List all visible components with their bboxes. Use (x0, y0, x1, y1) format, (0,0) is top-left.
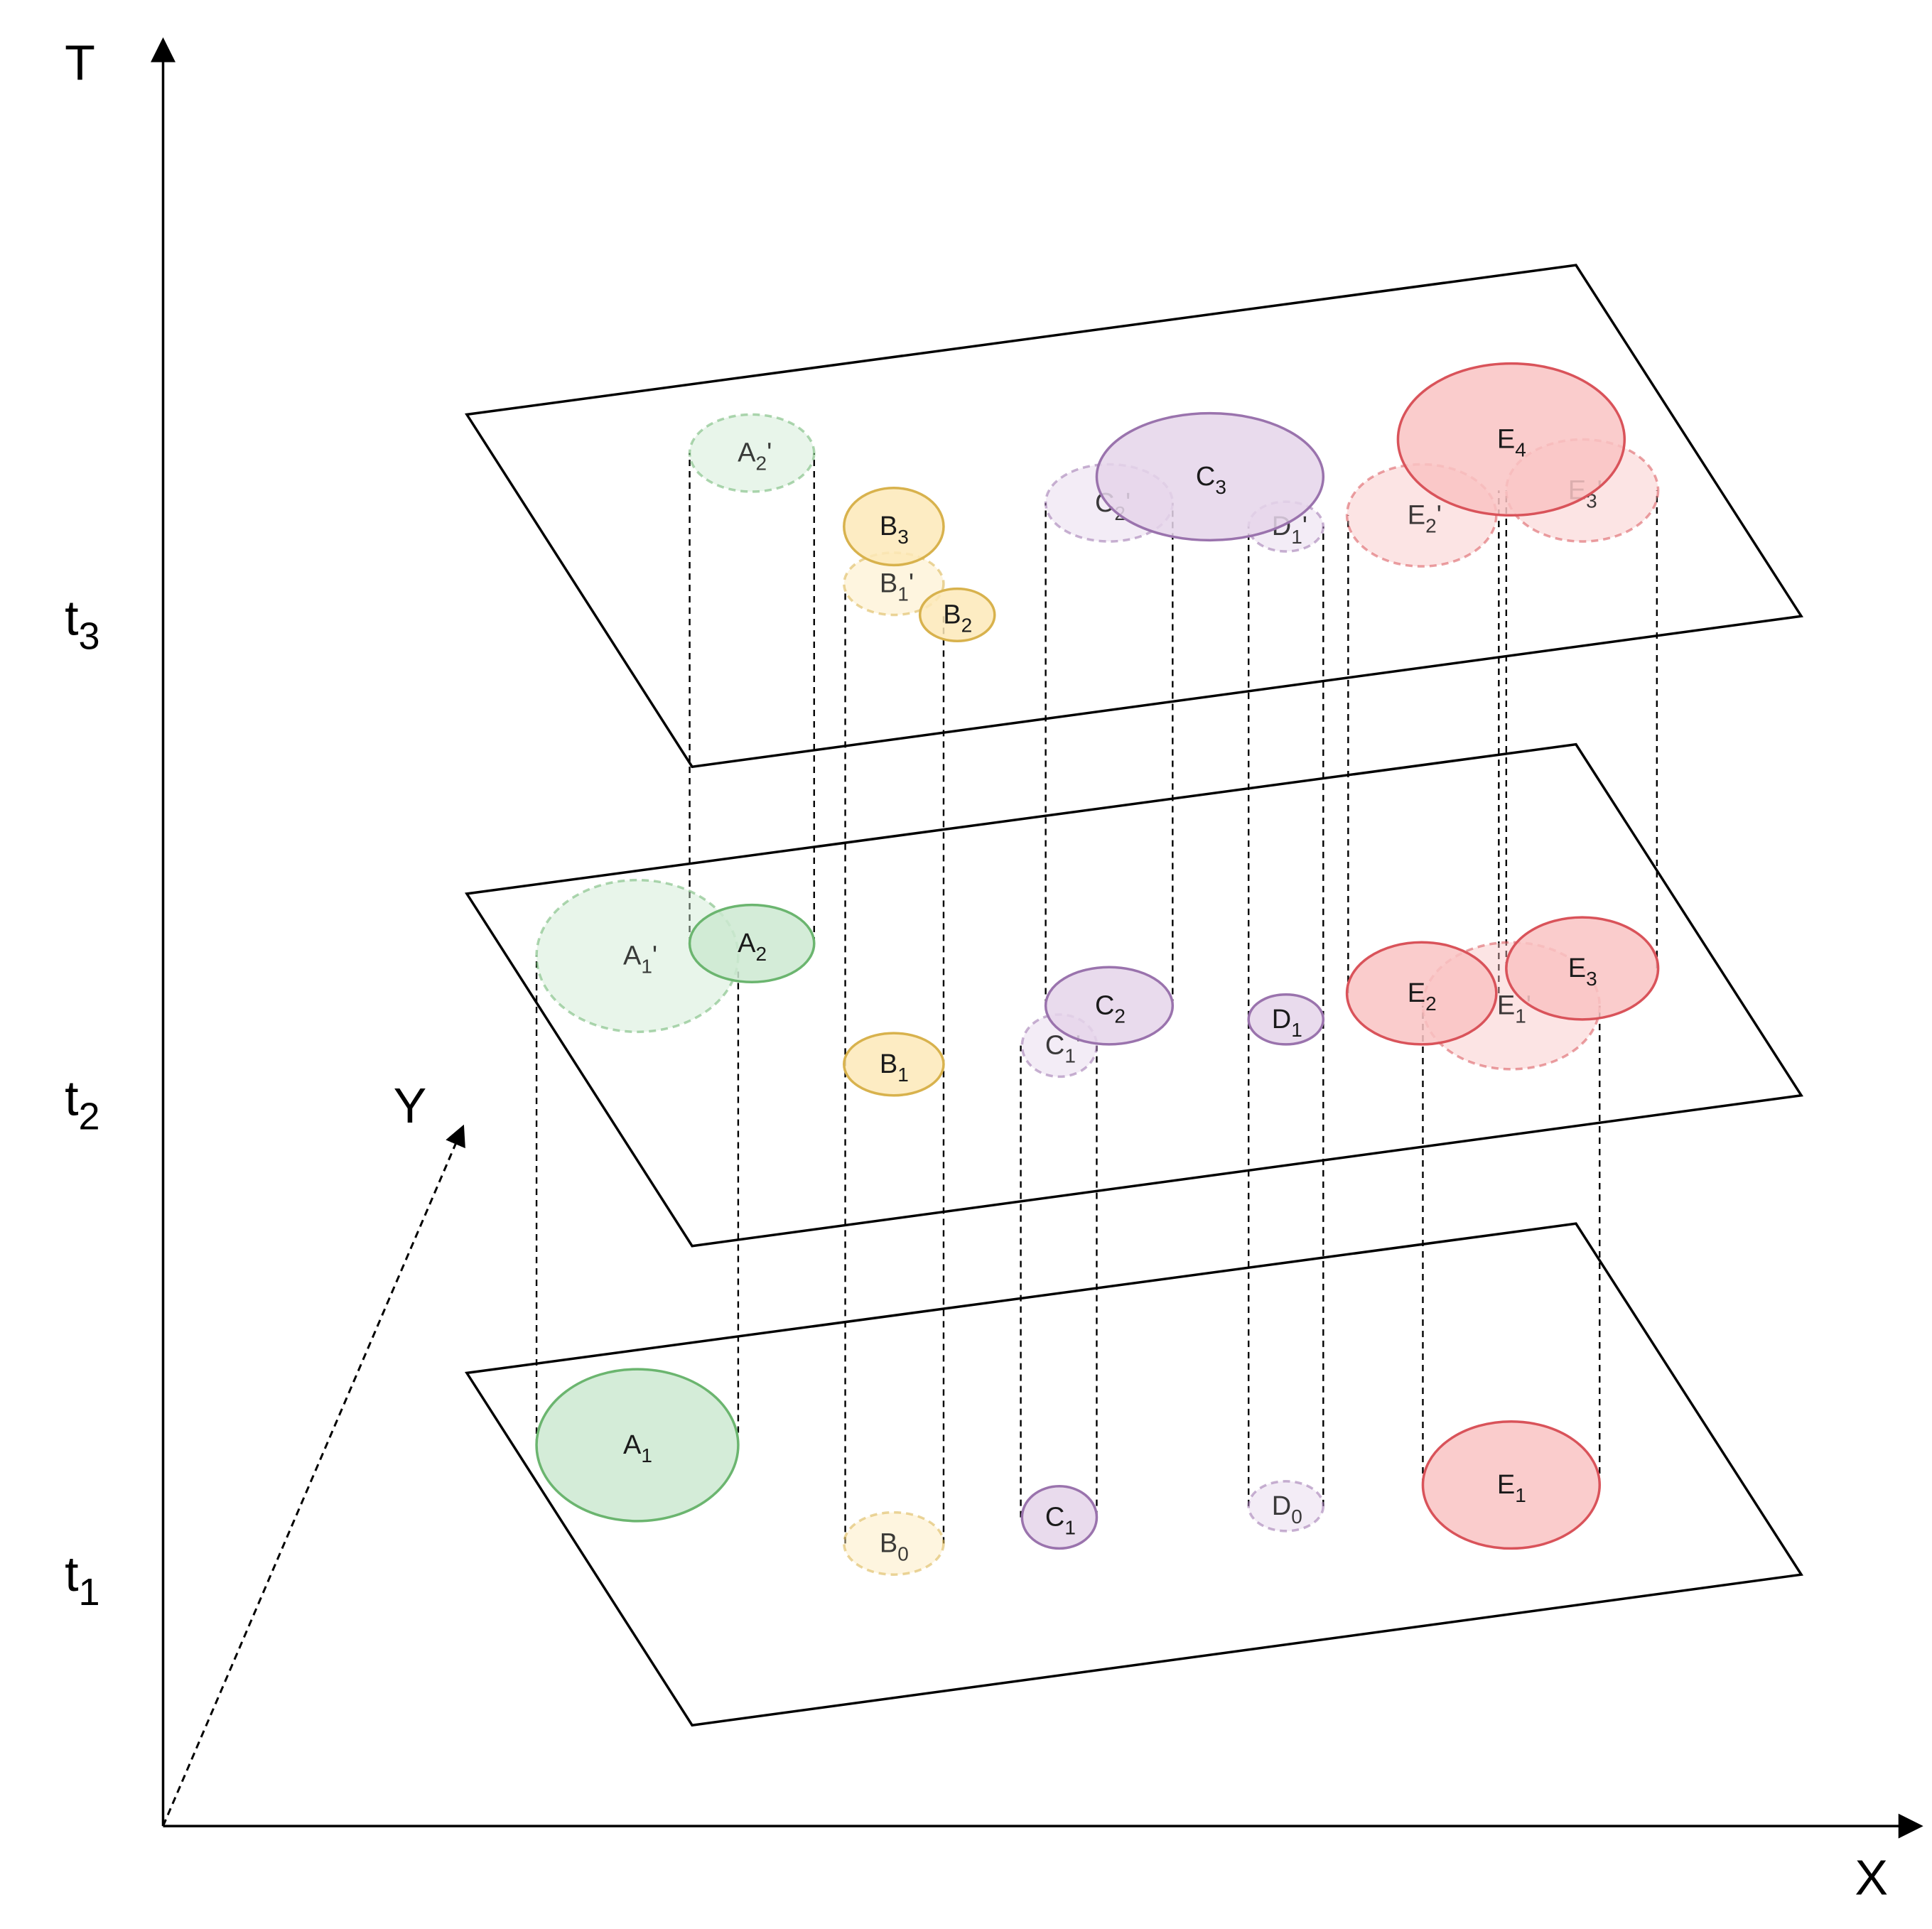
y-axis (162, 1124, 465, 1827)
region-label: A1' (623, 941, 657, 977)
region-label: B3 (880, 512, 909, 548)
region-e1: E1 (1421, 1420, 1601, 1550)
region-ellipse (1020, 1485, 1099, 1550)
region-label: C1' (1045, 1031, 1081, 1067)
region-ellipse (688, 903, 816, 984)
region-ellipse (1345, 941, 1498, 1046)
plane-t1 (465, 1222, 1804, 1727)
region-b1p: B1' (843, 551, 945, 617)
region-d0: D0 (1247, 1480, 1325, 1533)
region-b2: B2 (918, 587, 996, 642)
t-axis-label: T (65, 35, 95, 90)
region-ellipse (535, 1368, 740, 1523)
region-d1: D1 (1247, 993, 1325, 1046)
y-axis-label: Y (394, 1078, 427, 1133)
region-a1: A1 (535, 1368, 740, 1523)
region-c1: C1 (1020, 1485, 1099, 1550)
region-b0: B0 (843, 1511, 945, 1576)
region-ellipse (1396, 362, 1626, 517)
region-e2: E2 (1345, 941, 1498, 1046)
region-label: A1 (623, 1430, 652, 1466)
region-c3: C3 (1095, 411, 1325, 542)
region-ellipse (1505, 916, 1660, 1021)
region-label: D0 (1272, 1491, 1302, 1528)
region-a2p: A2' (688, 413, 816, 493)
region-label: E4 (1497, 424, 1526, 460)
region-ellipse (1247, 993, 1325, 1046)
region-label: E2' (1408, 500, 1442, 536)
time-label-t3: t3 (65, 590, 100, 657)
region-label: D1 (1272, 1005, 1302, 1041)
region-ellipse (1247, 1480, 1325, 1533)
region-ellipse (843, 1032, 945, 1097)
region-ellipse (918, 587, 996, 642)
time-label-t1: t1 (65, 1546, 100, 1614)
region-ellipse (1421, 1420, 1601, 1550)
region-layer: B0D0A1'C1'E1'A2'B1'C2'D1'E2'E3'A1C1E1A2B… (535, 362, 1660, 1576)
region-label: A2 (738, 929, 767, 965)
region-label: E2 (1408, 978, 1437, 1015)
region-label: E3 (1568, 953, 1597, 990)
region-ellipse (1044, 966, 1175, 1046)
region-b3: B3 (843, 487, 945, 567)
region-a2: A2 (688, 903, 816, 984)
region-b1: B1 (843, 1032, 945, 1097)
region-ellipse (1095, 411, 1325, 542)
region-label: B2 (943, 600, 972, 636)
region-ellipse (843, 487, 945, 567)
region-ellipse (688, 413, 816, 493)
region-c2: C2 (1044, 966, 1175, 1046)
region-label: B0 (880, 1528, 909, 1565)
region-ellipse (843, 1511, 945, 1576)
x-axis-label: X (1855, 1849, 1888, 1905)
region-label: E1 (1497, 1470, 1526, 1506)
region-e3: E3 (1505, 916, 1660, 1021)
axes-layer: T X Yt3 t2 t1 (65, 35, 1923, 1905)
time-label-t2: t2 (65, 1071, 100, 1138)
region-label: B1' (880, 569, 914, 605)
region-e4: E4 (1396, 362, 1626, 517)
region-label: C3 (1196, 462, 1226, 498)
region-ellipse (843, 551, 945, 617)
region-label: C1 (1045, 1503, 1076, 1539)
region-label: C2 (1095, 991, 1126, 1027)
region-label: A2' (738, 438, 772, 475)
region-label: B1 (880, 1049, 909, 1086)
